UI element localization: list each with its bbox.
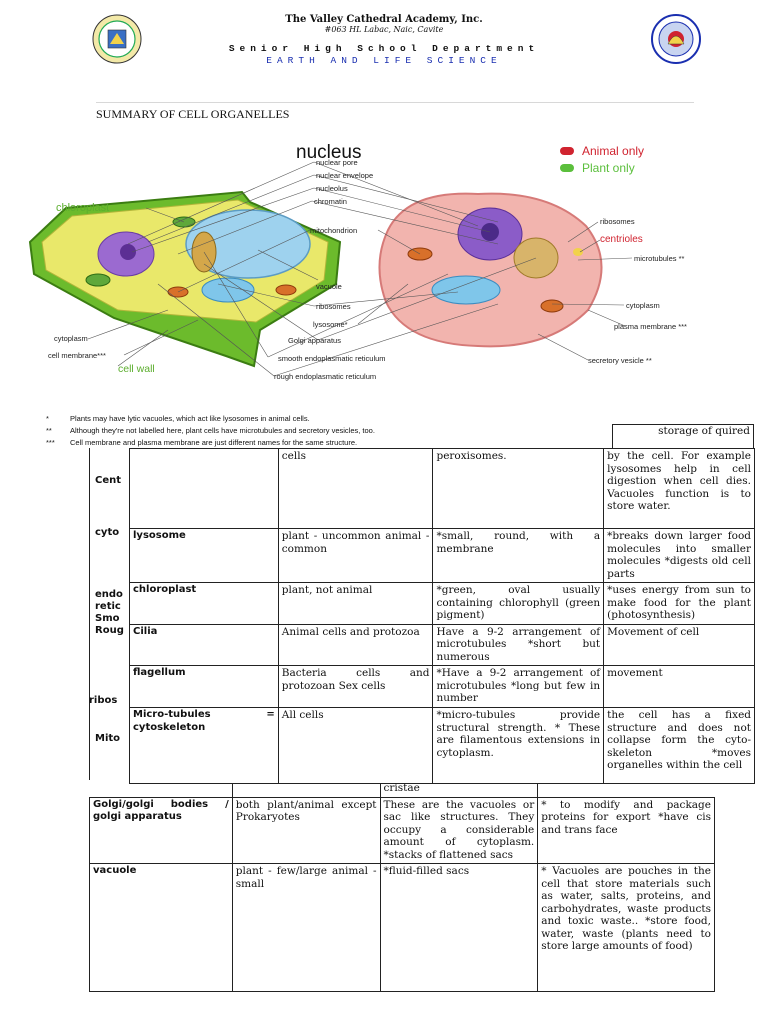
table-row: vacuole plant - few/large animal - small… [89,863,715,992]
subject-name: EARTH AND LIFE SCIENCE [266,55,502,66]
organelle-table-lower: cristae Golgi/golgi bodies / golgi appar… [89,780,715,992]
organelle-name: flagellum [129,665,279,708]
left-cut-column [89,448,130,780]
legend-plant-only: Plant only [582,161,635,175]
organelle-description: These are the vacuoles or sac like struc… [379,796,539,864]
school-address: #063 HL Labac, Naic, Cavite [324,25,444,34]
cut-label: Mito [95,733,121,744]
plant-cell-illustration [28,190,342,368]
table-row: Micro-tubules = cytoskeleton All cells *… [129,707,755,784]
organelle-name: Golgi/golgi bodies / golgi apparatus [89,796,233,864]
organelle-location: Animal cells and protozoa [277,623,434,666]
organelle-location: Bacteria cells and protozoan Sex cells [277,665,434,708]
label-smooth-er: smooth endoplasmatic reticulum [278,354,386,363]
footnote-mark: ** [46,426,52,435]
footnote-3: *** Cell membrane and plasma membrane are… [46,438,357,447]
label-microtubules: microtubules ** [634,254,685,263]
diagram-nucleus-title: nucleus [296,142,362,163]
cut-function-text: storage of quired [612,424,754,448]
label-ribosomes-plant: ribosomes [316,302,351,311]
table-row: flagellum Bacteria cells and protozoan S… [129,665,755,708]
cut-label: Cent [95,475,122,486]
cut-label: ribos [89,695,118,706]
label-golgi: Golgi apparatus [288,336,341,345]
cut-label: Roug [95,625,124,636]
label-lysosome: lysosome* [313,320,348,329]
organelle-name: Micro-tubules = cytoskeleton [129,707,279,784]
organelle-function: by the cell. For example lysosomes help … [603,448,755,529]
organelle-location: plant, not animal [277,582,434,625]
deped-seal [651,14,701,64]
label-cell-membrane: cell membrane*** [48,351,106,360]
label-cell-wall: cell wall [118,363,155,375]
organelle-description: *small, round, with a membrane [432,528,605,583]
organelle-name: vacuole [89,863,233,992]
organelle-location: All cells [277,707,434,784]
organelle-function: Movement of cell [603,623,755,666]
legend-plant-swatch [560,164,574,172]
footnote-2: ** Although they're not labelled here, pl… [46,426,375,435]
organelle-description: *micro-tubules provide structural streng… [432,707,605,784]
organelle-description: peroxisomes. [432,448,605,529]
table-row: Cilia Animal cells and protozoa Have a 9… [129,623,755,666]
cut-label: endo [95,589,123,600]
label-rough-er: rough endoplasmatic reticulum [274,372,376,381]
label-cytoplasm-plant: cytoplasm [54,334,88,343]
cut-label: retic [95,601,121,612]
label-secretory-vesicle: secretory vesicle ** [588,356,652,365]
organelle-function: *breaks down larger food molecules into … [603,528,755,583]
organelle-location: plant - uncommon animal - common [277,528,434,583]
organelle-function: * Vacuoles are pouches in the cell that … [537,863,715,992]
section-title: SUMMARY OF CELL ORGANELLES [96,107,290,121]
footnote-mark: * [46,414,49,423]
organelle-location: both plant/animal except Prokaryotes [231,796,381,864]
leader-lines [87,161,633,377]
footnote-1: * Plants may have lytic vacuoles, which a… [46,414,310,423]
organelle-function: *uses energy from sun to make food for t… [603,582,755,625]
organelle-description: Have a 9-2 arrangement of microtubules *… [432,623,605,666]
legend-animal-swatch [560,147,574,155]
organelle-location: cells [277,448,434,529]
label-mitochondrion: mitochondrion [310,226,357,235]
school-name: The Valley Cathedral Academy, Inc. [285,14,483,25]
label-ribosomes-animal: ribosomes [600,217,635,226]
organelle-name: chloroplast [129,582,279,625]
animal-cell-illustration [378,192,603,348]
organelle-description: *fluid-filled sacs [379,863,539,992]
organelle-table-upper: cells peroxisomes. by the cell. For exam… [129,448,755,784]
label-chloroplast: chloroplast [56,202,109,214]
label-vacuole: vacuole [316,282,342,291]
label-plasma-membrane: plasma membrane *** [614,322,687,331]
organelle-name: Cilia [129,623,279,666]
organelle-description: *Have a 9-2 arrangement of microtubules … [432,665,605,708]
table-row: Golgi/golgi bodies / golgi apparatus bot… [89,796,715,864]
department-name: Senior High School Department [228,43,540,54]
table-row: lysosome plant - uncommon animal - commo… [129,528,755,583]
cut-label: cyto [95,527,120,538]
cell-diagram: nucleus nuclear pore nuclear envelope nu… [28,142,687,381]
legend-animal-only: Animal only [582,144,644,158]
header-divider [96,102,694,103]
table-row: cells peroxisomes. by the cell. For exam… [129,448,755,529]
label-nuclear-pore: nuclear pore [316,158,358,167]
footnote-text: Although they're not labelled here, plan… [70,426,375,435]
label-nuclear-envelope: nuclear envelope [316,171,373,180]
footnote-mark: *** [46,438,55,447]
label-cytoplasm-animal: cytoplasm [626,301,660,310]
label-nucleolus: nucleolus [316,184,348,193]
label-centrioles: centrioles [600,234,643,245]
organelle-location: plant - few/large animal - small [231,863,381,992]
organelle-function: * to modify and package proteins for exp… [537,796,715,864]
organelle-function: movement [603,665,755,708]
footnote-text: Plants may have lytic vacuoles, which ac… [70,414,310,423]
school-seal [92,14,142,64]
table-row: chloroplast plant, not animal *green, ov… [129,582,755,625]
organelle-name: lysosome [129,528,279,583]
cut-label: Smo [95,613,120,624]
label-chromatin: chromatin [314,197,347,206]
organelle-function: the cell has a fixed structure and does … [603,707,755,784]
table-cell [129,448,279,529]
footnote-text: Cell membrane and plasma membrane are ju… [70,438,358,447]
organelle-description: *green, oval usually containing chloroph… [432,582,605,625]
